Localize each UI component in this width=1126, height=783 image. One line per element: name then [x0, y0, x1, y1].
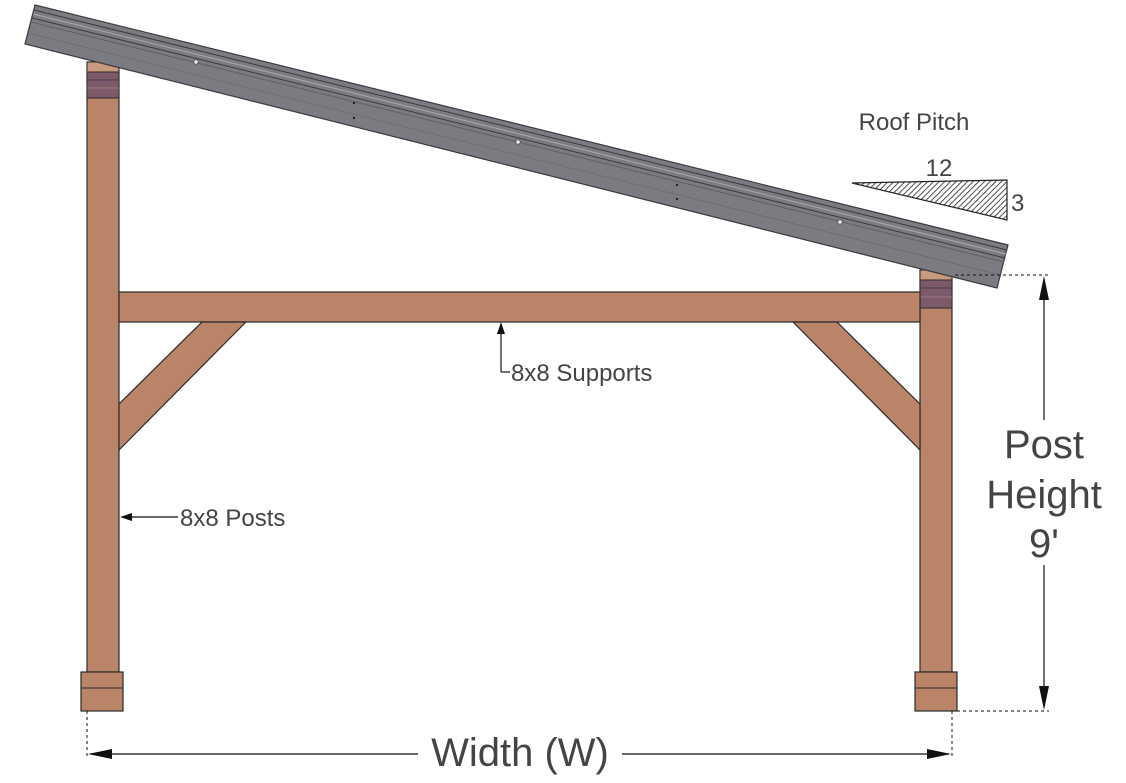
roof-pitch-label: Roof Pitch — [859, 109, 970, 136]
pitch-rise-label: 3 — [1011, 190, 1024, 217]
post-height-label-line2: Height — [986, 473, 1102, 517]
left-post-cap — [86, 71, 120, 99]
width-label: Width (W) — [431, 731, 609, 775]
supports-label: 8x8 Supports — [511, 360, 652, 387]
cross-beam — [118, 291, 921, 323]
left-knee-brace — [118, 321, 248, 452]
right-post-cap — [919, 279, 953, 309]
pitch-run-label: 12 — [926, 155, 953, 182]
width-dimension — [86, 711, 953, 759]
right-post — [919, 269, 953, 673]
roof-panel — [24, 4, 1009, 289]
post-height-label-line1: Post — [1004, 423, 1084, 467]
supports-leader — [497, 322, 510, 373]
right-footing — [914, 671, 958, 712]
post-height-dimension — [955, 274, 1049, 712]
posts-leader — [120, 513, 178, 521]
left-footing — [80, 671, 124, 712]
left-post — [86, 61, 120, 673]
post-height-label-line3: 9' — [1029, 522, 1059, 566]
posts-label: 8x8 Posts — [180, 505, 285, 532]
right-knee-brace — [791, 321, 921, 452]
roof-pitch-triangle — [851, 179, 1008, 221]
